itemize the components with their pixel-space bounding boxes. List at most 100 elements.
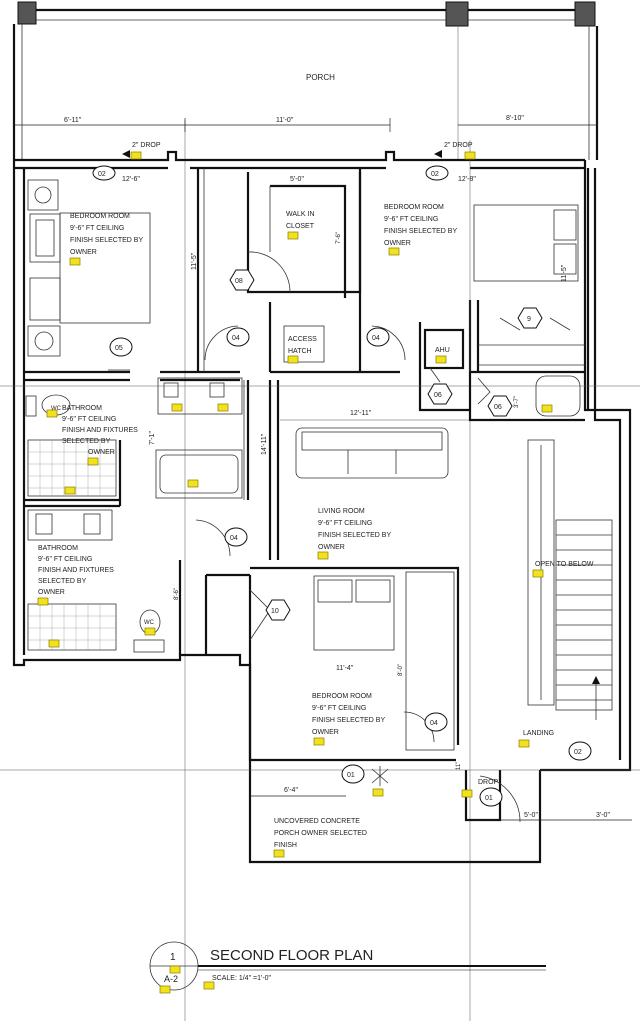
door-tag: 06: [487, 395, 513, 417]
comment-icon[interactable]: [273, 849, 285, 858]
porch-column: [445, 1, 469, 27]
tag-label: 01: [347, 772, 355, 779]
dimension-label: 12'-11": [350, 410, 372, 417]
comment-markers: [37, 151, 553, 858]
right-service: [468, 372, 585, 422]
drop-note: 2" DROP: [444, 142, 473, 149]
room-label: ACCESS: [288, 336, 317, 343]
comment-icon[interactable]: [461, 789, 473, 798]
room-label: AHU: [435, 347, 450, 354]
comment-icon[interactable]: [159, 985, 171, 994]
dimension-label: 8'-6": [174, 588, 180, 600]
tag-label: 05: [115, 345, 123, 352]
arrow-icon: [122, 150, 130, 158]
tag-label: 06: [494, 404, 502, 411]
comment-icon[interactable]: [217, 403, 229, 412]
room-label: OWNER: [70, 249, 97, 256]
dimension-label: 11'-5": [191, 252, 198, 270]
tag-label: 02: [98, 171, 106, 178]
title-block: [149, 941, 546, 994]
door-tag: 02: [425, 165, 449, 181]
dimension-label: 12'-8": [458, 176, 476, 183]
room-label: 9'-6" FT CEILING: [318, 520, 372, 527]
porch-structure: [12, 1, 599, 1021]
comment-icon[interactable]: [518, 739, 530, 748]
drop-note: 2" DROP: [132, 142, 161, 149]
room-label: 9'-6" FT CEILING: [62, 416, 116, 423]
room-label: FINISH AND FIXTURES: [38, 567, 114, 574]
porch-column: [574, 1, 596, 27]
door-tag: 06: [427, 383, 453, 405]
comment-icon[interactable]: [130, 151, 142, 160]
door-tag: 04: [226, 327, 250, 347]
dimension-label: 7'-1": [149, 431, 156, 445]
comment-icon[interactable]: [317, 551, 329, 560]
comment-icon[interactable]: [171, 403, 183, 412]
room-label: LIVING ROOM: [318, 508, 365, 515]
dimension-label: 5'-0": [524, 812, 538, 819]
comment-icon[interactable]: [388, 247, 400, 256]
dimension-label: 8'-10": [506, 115, 524, 122]
tag-label: 04: [230, 535, 238, 542]
drawing-scale: SCALE: 1/4" =1'-0": [212, 975, 272, 982]
room-label: OWNER: [38, 589, 65, 596]
tag-label: 10: [271, 608, 279, 615]
room-label: HATCH: [288, 348, 312, 355]
tag-label: 02: [431, 171, 439, 178]
door-tag: 01: [341, 764, 365, 784]
bathroom-lower: [27, 509, 250, 655]
comment-icon[interactable]: [48, 639, 60, 648]
comment-icon[interactable]: [532, 569, 544, 578]
room-label: 9'-6" FT CEILING: [70, 225, 124, 232]
comment-icon[interactable]: [287, 355, 299, 364]
comment-icon[interactable]: [372, 788, 384, 797]
comment-icon[interactable]: [144, 627, 156, 636]
tag-label: 02: [574, 749, 582, 756]
comment-icon[interactable]: [287, 231, 299, 240]
comment-icon[interactable]: [37, 597, 49, 606]
room-label: CLOSET: [286, 223, 315, 230]
dimension-label: 3'-7": [514, 396, 520, 408]
room-label: FINISH SELECTED BY: [384, 228, 457, 235]
door-tag: 08: [229, 269, 255, 291]
dimension-label: 5'-0": [290, 176, 304, 183]
dimension-label: 11": [456, 762, 462, 770]
door-tag: 04: [224, 527, 248, 547]
dimension-lines-top: [14, 118, 597, 132]
light-fixture-icon: [371, 766, 389, 786]
comment-icon[interactable]: [313, 737, 325, 746]
comment-icon[interactable]: [541, 404, 553, 413]
comment-icon[interactable]: [46, 409, 58, 418]
door-tag: 9: [517, 307, 543, 329]
comment-icon[interactable]: [87, 457, 99, 466]
comment-icon[interactable]: [464, 151, 476, 160]
room-label: OWNER: [318, 544, 345, 551]
wc-label: WC: [144, 620, 155, 626]
room-label: BATHROOM: [62, 405, 102, 412]
dimension-label: 6'-4": [284, 787, 298, 794]
dimension-label: 12'-6": [122, 176, 140, 183]
tag-label: 04: [372, 335, 380, 342]
arrow-icon: [434, 150, 442, 158]
living-room: [0, 140, 640, 1021]
comment-icon[interactable]: [435, 355, 447, 364]
bedroom-left: [24, 168, 585, 382]
wc-label: WC: [51, 406, 62, 412]
drawing-title: SECOND FLOOR PLAN: [210, 947, 373, 964]
room-label: FINISH AND FIXTURES: [62, 427, 138, 434]
tag-label: 06: [434, 392, 442, 399]
comment-icon[interactable]: [64, 486, 76, 495]
central-hall: [204, 302, 470, 560]
comment-icon[interactable]: [169, 965, 181, 974]
room-label: OWNER: [312, 729, 339, 736]
tag-label: 08: [235, 278, 243, 285]
lower-porch: [0, 760, 640, 864]
comment-icon[interactable]: [69, 257, 81, 266]
comment-icon[interactable]: [203, 981, 215, 990]
porch-label: PORCH: [306, 73, 335, 82]
tag-label: 04: [232, 335, 240, 342]
room-label: BEDROOM ROOM: [312, 693, 372, 700]
door-tag: 01: [479, 787, 503, 807]
comment-icon[interactable]: [187, 479, 199, 488]
